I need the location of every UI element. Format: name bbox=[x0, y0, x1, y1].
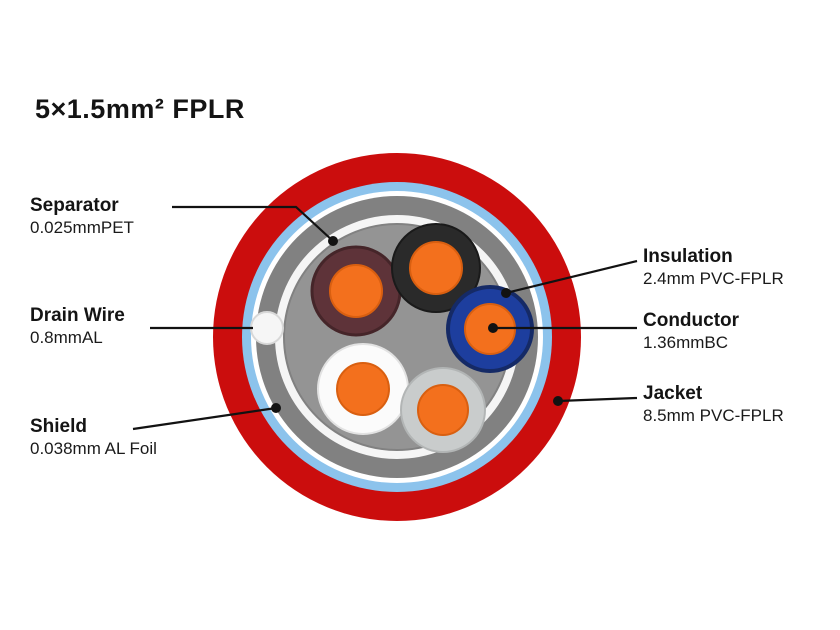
separator-anchor-dot bbox=[328, 236, 338, 246]
conductor-brown-core bbox=[329, 264, 383, 318]
callout-shield: Shield 0.038mm AL Foil bbox=[30, 416, 157, 459]
separator-leader-line bbox=[172, 205, 334, 242]
conductor-gray-core bbox=[417, 384, 469, 436]
shield-leader-line bbox=[132, 406, 277, 431]
shield-label: Shield bbox=[30, 416, 88, 437]
drain-wire-value: 0.8mmAL bbox=[30, 328, 103, 347]
conductor-anchor-dot bbox=[488, 323, 498, 333]
conductor-gray bbox=[400, 367, 486, 453]
insulation-leader-line bbox=[505, 259, 638, 295]
drain-wire bbox=[250, 311, 284, 345]
separator-value: 0.025mmPET bbox=[30, 218, 134, 237]
insulation-label: Insulation bbox=[643, 246, 733, 267]
callout-jacket: Jacket 8.5mm PVC-FPLR bbox=[643, 383, 784, 426]
insulation-value: 2.4mm PVC-FPLR bbox=[643, 269, 784, 288]
separator-label: Separator bbox=[30, 195, 119, 216]
conductor-white bbox=[317, 343, 409, 435]
leader-anchor-dots bbox=[271, 236, 563, 413]
conductor-value: 1.36mmBC bbox=[643, 333, 729, 352]
leader-lines bbox=[132, 205, 638, 431]
conductor-brown bbox=[310, 245, 402, 337]
shield-anchor-dot bbox=[271, 403, 281, 413]
callout-separator: Separator 0.025mmPET bbox=[30, 195, 134, 238]
jacket-value: 8.5mm PVC-FPLR bbox=[643, 406, 784, 425]
jacket-anchor-dot bbox=[553, 396, 563, 406]
callout-conductor: Conductor 1.36mmBC bbox=[643, 310, 739, 353]
conductor-label: Conductor bbox=[643, 310, 740, 331]
jacket-label: Jacket bbox=[643, 383, 703, 404]
insulation-anchor-dot bbox=[501, 288, 511, 298]
callout-drain-wire: Drain Wire 0.8mmAL bbox=[30, 305, 125, 348]
jacket-leader-line bbox=[557, 396, 638, 403]
shield-value: 0.038mm AL Foil bbox=[30, 439, 157, 458]
conductor-black-core bbox=[409, 241, 463, 295]
conductor-black bbox=[391, 223, 481, 313]
diagram-title: 5×1.5mm² FPLR bbox=[35, 94, 245, 124]
callout-insulation: Insulation 2.4mm PVC-FPLR bbox=[643, 246, 784, 289]
conductor-white-core bbox=[336, 362, 390, 416]
drain-wire-label: Drain Wire bbox=[30, 305, 125, 326]
